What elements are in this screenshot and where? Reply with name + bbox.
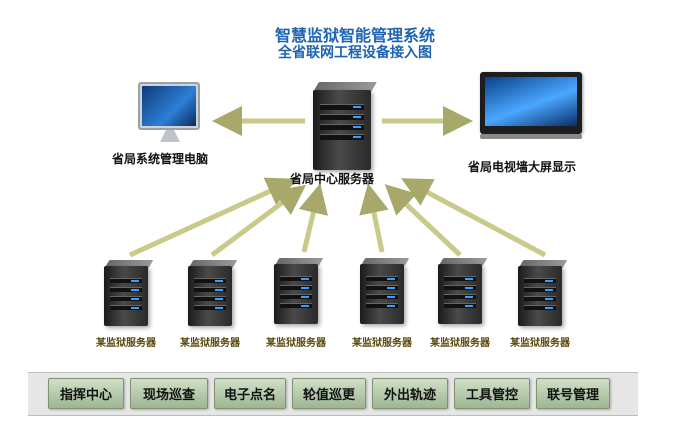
- function-button-site-patrol[interactable]: 现场巡查: [130, 378, 208, 409]
- function-button-outing-track[interactable]: 外出轨迹: [372, 378, 448, 409]
- arrow-server4-to-center: [359, 183, 389, 253]
- function-button-guard-rotation[interactable]: 轮值巡更: [292, 378, 366, 409]
- video-wall-label: 省局电视墙大屏显示: [468, 160, 577, 174]
- arrow-server6-to-center: [401, 178, 547, 258]
- function-button-tool-control[interactable]: 工具管控: [454, 378, 530, 409]
- prison-server-6-label: 某监狱服务器: [510, 338, 570, 349]
- video-wall-icon: [480, 72, 582, 134]
- function-button-command-center[interactable]: 指挥中心: [48, 378, 124, 409]
- prison-server-5-icon: [438, 258, 488, 324]
- arrow-server2-to-center: [210, 185, 307, 258]
- prison-server-2-label: 某监狱服务器: [180, 338, 240, 349]
- diagram-subtitle: 全省联网工程设备接入图: [278, 45, 432, 61]
- prison-server-6-icon: [518, 260, 568, 326]
- tv-stand: [480, 134, 582, 139]
- prison-server-4-label: 某监狱服务器: [352, 338, 412, 349]
- management-pc-icon: [138, 82, 200, 130]
- diagram-title: 智慧监狱智能管理系统: [274, 26, 435, 45]
- function-button-linkage-management[interactable]: 联号管理: [536, 378, 610, 409]
- arrow-server1-to-center: [128, 177, 298, 258]
- prison-server-5-label: 某监狱服务器: [430, 338, 490, 349]
- arrow-server3-to-center: [298, 183, 328, 253]
- function-button-roll-call[interactable]: 电子点名: [214, 378, 286, 409]
- center-server-label: 省局中心服务器: [290, 172, 375, 186]
- prison-server-3-icon: [274, 258, 324, 324]
- prison-server-2-icon: [188, 260, 238, 326]
- arrow-server5-to-center: [384, 184, 462, 257]
- center-server-icon: [313, 82, 377, 170]
- prison-server-1-icon: [104, 260, 154, 326]
- prison-server-3-label: 某监狱服务器: [266, 338, 326, 349]
- management-pc-label: 省局系统管理电脑: [112, 152, 209, 166]
- prison-server-1-label: 某监狱服务器: [96, 338, 156, 349]
- prison-server-4-icon: [360, 258, 410, 324]
- monitor-stand: [160, 130, 180, 142]
